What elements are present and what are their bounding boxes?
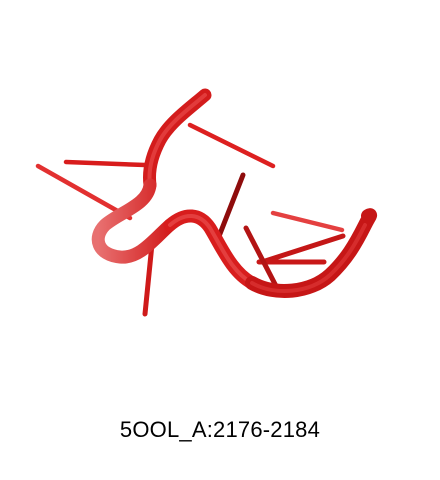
base-stick [270, 210, 345, 233]
base-stick [213, 172, 246, 247]
rna-structure-render [35, 88, 378, 317]
base-stick [259, 233, 346, 265]
backbone-loop [91, 178, 177, 264]
base-stick [63, 159, 148, 168]
base-stick [142, 241, 155, 317]
rna-backbone [91, 88, 378, 298]
structure-id-caption: 5OOL_A:2176-2184 [119, 417, 321, 442]
nucleotide-base-sticks [35, 122, 346, 317]
base-stick [243, 225, 279, 289]
base-stick [35, 163, 133, 221]
backbone-lower [245, 208, 378, 298]
rna-structure-image [35, 88, 378, 317]
base-stick [187, 122, 276, 169]
